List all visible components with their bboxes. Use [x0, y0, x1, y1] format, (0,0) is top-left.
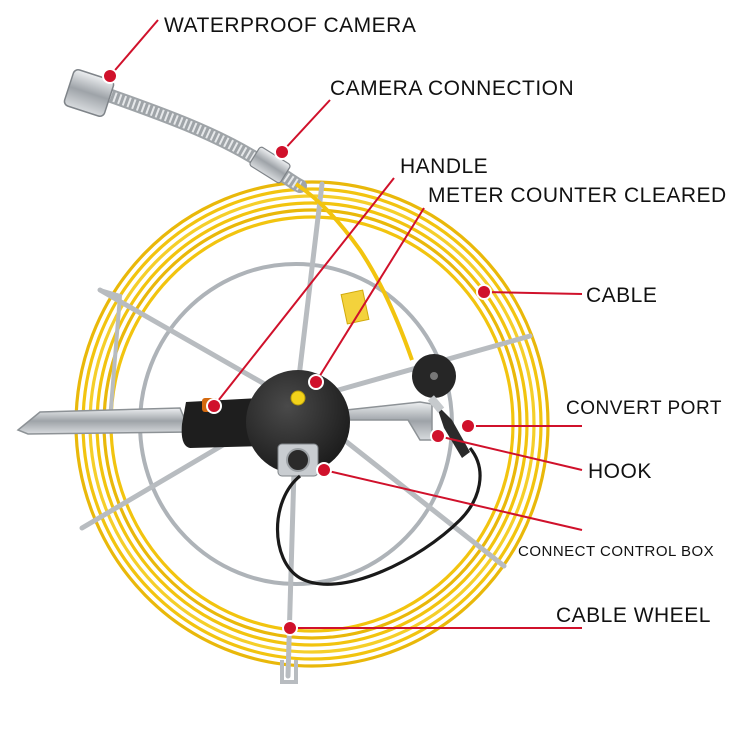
label-meter-counter-cleared: METER COUNTER CLEARED	[428, 184, 727, 207]
dot-handle	[206, 398, 222, 414]
dot-waterproof-camera	[102, 68, 118, 84]
control-wire	[275, 446, 482, 586]
meter-counter-button	[290, 390, 306, 406]
dot-cable	[476, 284, 492, 300]
dot-meter-counter	[308, 374, 324, 390]
label-camera-connection: CAMERA CONNECTION	[330, 77, 574, 100]
dot-cable-wheel	[282, 620, 298, 636]
dot-connect-control-box	[316, 462, 332, 478]
label-convert-port: CONVERT PORT	[566, 398, 722, 419]
callout-dots	[102, 68, 492, 636]
stand-bar-right	[344, 401, 433, 441]
dot-camera-connection	[274, 144, 290, 160]
handle	[181, 398, 262, 448]
plug-metal	[427, 395, 445, 413]
label-connect-control-box: CONNECT CONTROL BOX	[518, 543, 714, 560]
cable-tag	[340, 289, 370, 325]
label-hook: HOOK	[588, 460, 652, 483]
dot-convert-port	[460, 418, 476, 434]
frame-side-bracket	[99, 288, 123, 421]
frame-foot	[280, 660, 298, 684]
camera-cable-coils	[98, 87, 303, 191]
convert-port-screw	[430, 372, 438, 380]
waterproof-camera	[63, 68, 115, 118]
connector-socket	[286, 448, 310, 472]
label-handle: HANDLE	[400, 155, 488, 178]
label-cable: CABLE	[586, 284, 657, 307]
plug	[436, 404, 470, 458]
camera-to-coil	[294, 182, 414, 361]
label-waterproof-camera: WATERPROOF CAMERA	[164, 14, 416, 37]
stand-bar	[16, 407, 192, 435]
label-cable-wheel: CABLE WHEEL	[556, 604, 711, 627]
dot-hook	[430, 428, 446, 444]
hub	[246, 370, 350, 474]
callout-lines	[109, 19, 583, 629]
